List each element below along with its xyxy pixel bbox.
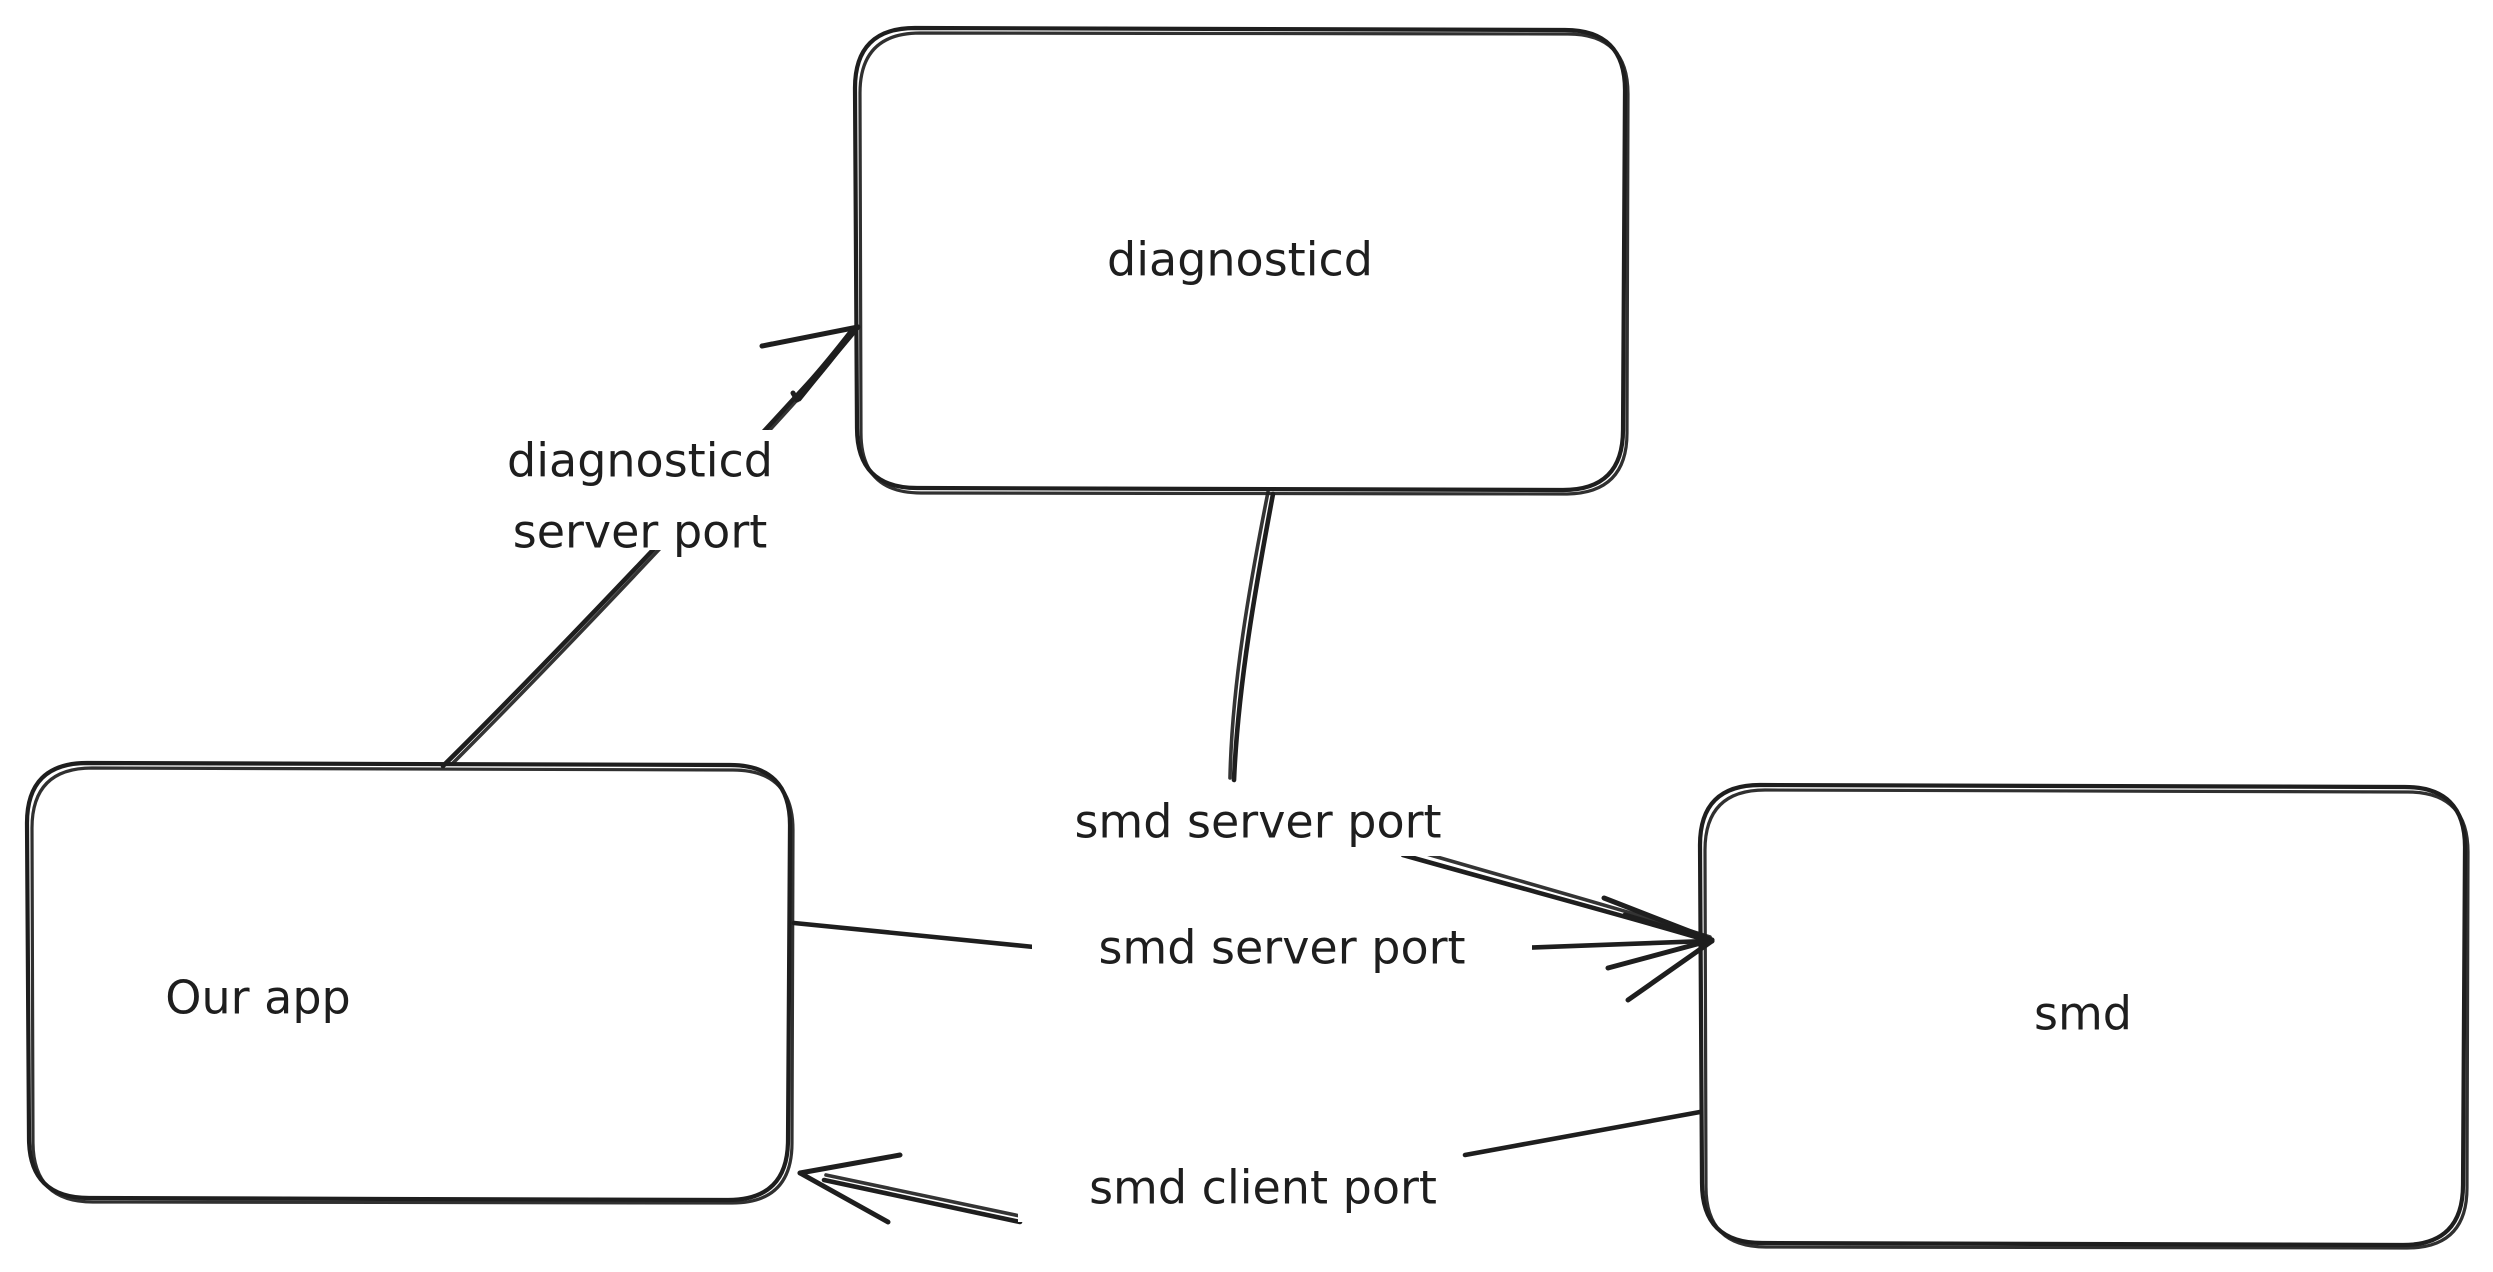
node-label-our-app: Our app bbox=[165, 971, 350, 1025]
edge-label-line-2: server port bbox=[513, 505, 768, 559]
node-smd[interactable] bbox=[1697, 782, 2470, 1250]
edge-label-smd-server-port-lower: smd server port bbox=[1032, 920, 1532, 982]
edge-label-line-1: smd client port bbox=[1089, 1161, 1437, 1215]
node-label-diagnosticd: diagnosticd bbox=[1107, 233, 1373, 287]
edge-label-line-1: diagnosticd bbox=[507, 434, 773, 488]
edge-ourapp-to-smd[interactable] bbox=[791, 912, 1715, 1003]
edge-label-smd-server-port-upper: smd server port bbox=[1008, 794, 1508, 856]
edge-label-diagnosticd-server-port: diagnosticd server port bbox=[452, 430, 827, 559]
node-diagnosticd[interactable] bbox=[852, 25, 1630, 496]
node-label-smd: smd bbox=[2034, 987, 2132, 1041]
node-our-app[interactable] bbox=[24, 760, 795, 1205]
edge-label-line-1: smd server port bbox=[1074, 795, 1441, 849]
edge-diagnosticd-to-smd[interactable] bbox=[1228, 490, 1715, 971]
edge-label-smd-client-port: smd client port bbox=[1018, 1160, 1508, 1222]
edge-label-line-1: smd server port bbox=[1098, 921, 1465, 975]
edge-smd-to-ourapp[interactable] bbox=[797, 1109, 1703, 1225]
